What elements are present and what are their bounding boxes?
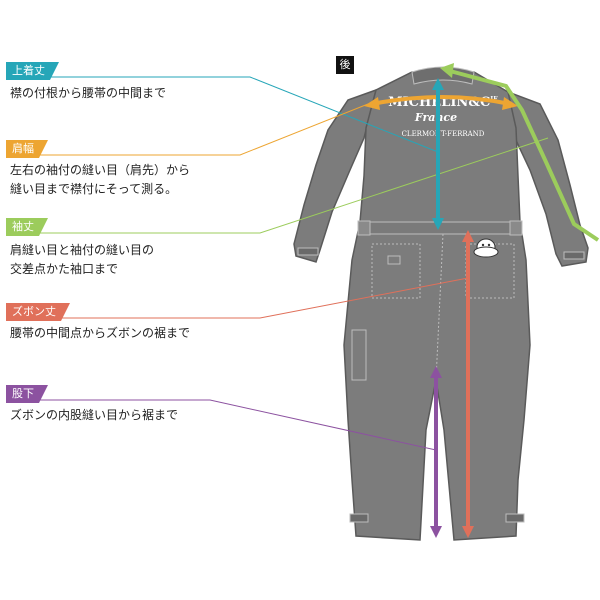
coverall-garment: MICHELIN&CIE France CLERMONT-FERRAND [293,66,589,541]
desc-inseam: ズボンの内股縫い目から裾まで [10,406,178,425]
leader-trouser-length [6,277,469,319]
belt-tab-left [357,220,371,236]
right-sleeve [507,90,589,267]
desc-shoulder-width-line1: 左右の袖付の縫い目（肩先）から [10,163,191,177]
print-france: France [414,111,457,124]
desc-shoulder-width: 左右の袖付の縫い目（肩先）から 縫い目まで襟付にそって測る。 [10,161,190,199]
leader-sleeve-length [6,137,549,234]
print-clermont: CLERMONT-FERRAND [402,130,485,138]
leg-side-pocket [351,329,367,381]
leader-lines [6,76,549,451]
left-cuff-strap [297,247,319,256]
desc-shoulder-width-line2: 縫い目まで襟付にそって測る。 [10,182,178,196]
desc-sleeve-length: 肩縫い目と袖付の縫い目の 交差点かた袖口まで [10,241,154,279]
pocket-flap-left [387,255,401,265]
label-jacket-length: 上着丈 [6,62,59,80]
back-pocket-left [371,243,421,299]
label-shoulder-width: 肩幅 [6,140,48,158]
label-inseam: 股下 [6,385,48,403]
belt-tab-right [509,220,523,236]
sleeve-length-arrow [440,63,600,242]
label-sleeve-length: 袖丈 [6,218,48,236]
inseam-arrow [430,366,442,538]
left-sleeve [293,88,378,263]
desc-sleeve-length-line1: 肩縫い目と袖付の縫い目の [10,243,155,257]
left-ankle-strap [349,513,369,523]
jacket-length-arrow [432,78,444,230]
desc-inseam-line1: ズボンの内股縫い目から裾まで [10,408,179,422]
leader-jacket-length [6,76,439,153]
label-trouser-length: ズボン丈 [6,303,70,321]
desc-trouser-length: 腰帯の中間点からズボンの裾まで [10,324,190,343]
desc-trouser-length-line1: 腰帯の中間点からズボンの裾まで [10,326,191,340]
trouser-length-arrow [462,230,474,538]
back-view-label: 後 [336,56,354,74]
desc-jacket-length: 襟の付根から腰帯の中間まで [10,84,166,103]
desc-jacket-length-line1: 襟の付根から腰帯の中間まで [10,86,167,100]
bibendum-logo [473,238,499,258]
right-cuff-strap [563,251,585,260]
desc-sleeve-length-line2: 交差点かた袖口まで [10,262,119,276]
right-ankle-strap [505,513,525,523]
center-back-seam [435,233,444,381]
leader-shoulder-width [6,103,369,156]
shoulder-width-arrow [364,95,518,110]
leader-inseam [6,399,437,451]
